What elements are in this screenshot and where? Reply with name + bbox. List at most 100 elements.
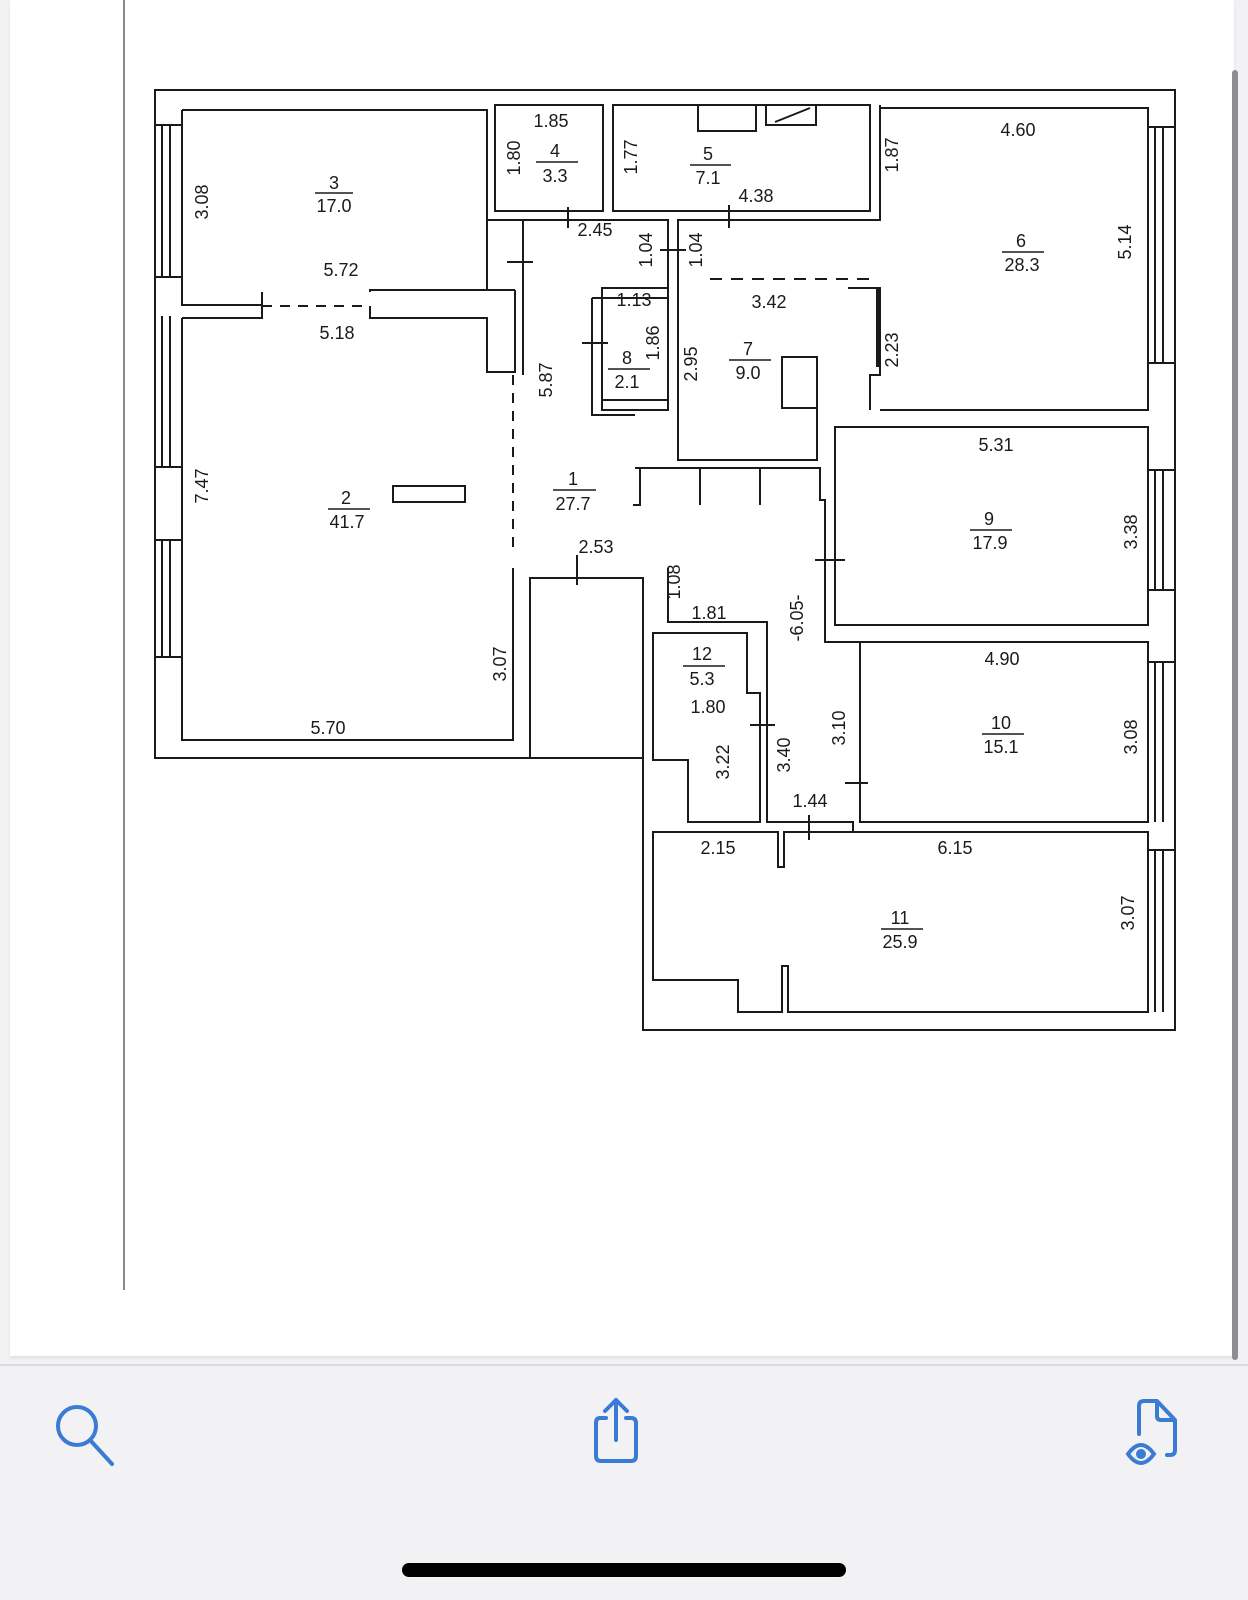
home-indicator[interactable] [402, 1563, 846, 1577]
room-area: 41.7 [329, 512, 364, 532]
room-3-wall-left [181, 110, 263, 306]
dimension-label: 2.53 [578, 537, 613, 557]
dimension-label: 5.14 [1115, 224, 1135, 259]
room-4-wall [494, 104, 604, 212]
dimension-label: 1.85 [533, 111, 568, 131]
floor-plan: 317.0 43.3 57.1 628.3 82.1 79.0 241.7 12… [154, 89, 1176, 1031]
room-10-wall [859, 641, 1149, 823]
dimension-label: 3.08 [192, 184, 212, 219]
room-3-wall [182, 109, 515, 292]
room-area: 9.0 [735, 363, 760, 383]
room-2-wall [182, 290, 516, 373]
dimension-label: 4.38 [738, 186, 773, 206]
room-label-5: 57.1 [690, 144, 731, 188]
room-number: 9 [984, 509, 994, 529]
room-area: 3.3 [542, 166, 567, 186]
room-label-6: 628.3 [1002, 231, 1044, 275]
room-7-wall [677, 287, 881, 461]
room-label-4: 43.3 [536, 141, 578, 186]
dimension-label: 6.15 [937, 838, 972, 858]
dimension-label: 4.60 [1000, 120, 1035, 140]
fixture-sink [765, 104, 817, 126]
dimension-label: 2.23 [882, 332, 902, 367]
room-number: 12 [692, 644, 712, 664]
room-number: 1 [568, 469, 578, 489]
room-label-2: 241.7 [328, 488, 370, 532]
dimension-label: 1.81 [691, 603, 726, 623]
fixture-line [774, 107, 811, 123]
dimension-label: 1.86 [643, 325, 663, 360]
room-8-wall [601, 287, 669, 411]
dimension-label: 1.80 [690, 697, 725, 717]
dimension-label: 1.13 [616, 290, 651, 310]
document-page [10, 0, 1234, 1356]
room-area: 7.1 [695, 168, 720, 188]
room-number: 10 [991, 713, 1011, 733]
dimension-label: 3.22 [713, 744, 733, 779]
dimension-label: 1.04 [636, 232, 656, 267]
door-marks [507, 205, 868, 840]
dimension-label: 1.04 [686, 232, 706, 267]
dimension-label: 1.87 [882, 137, 902, 172]
room-11-wall [652, 831, 1149, 1013]
dimension-label: 1.80 [504, 140, 524, 175]
dimension-label: 3.40 [774, 737, 794, 772]
corridor-wall [487, 105, 881, 298]
scrollbar[interactable] [1232, 70, 1238, 1360]
hall-wall [529, 568, 854, 1030]
room-12-wall [652, 632, 761, 823]
dimension-label: -6.05- [787, 594, 807, 641]
room-9-wall [834, 426, 1149, 626]
dimension-label: 7.47 [192, 468, 212, 503]
window-right-3 [1148, 661, 1175, 822]
dimension-label: 3.08 [1121, 719, 1141, 754]
room-label-1: 127.7 [553, 469, 596, 514]
dimension-label: 2.15 [700, 838, 735, 858]
room-area: 28.3 [1004, 255, 1039, 275]
dimension-label: 1.44 [792, 791, 827, 811]
room-label-8: 82.1 [608, 348, 650, 392]
toolbar-divider [0, 1364, 1248, 1366]
dimension-label: 3.42 [751, 292, 786, 312]
search-icon [56, 1405, 114, 1466]
window-right-2 [1148, 469, 1175, 591]
dimension-label: 2.95 [681, 346, 701, 381]
window-left-3 [155, 539, 182, 658]
room-2-wall-b [181, 318, 514, 741]
room-number: 6 [1016, 231, 1026, 251]
dimension-label: 5.18 [319, 323, 354, 343]
fixture [697, 104, 757, 132]
window-left-1 [155, 124, 182, 278]
room-area: 2.1 [614, 372, 639, 392]
furniture-block [392, 485, 466, 503]
room-area: 5.3 [689, 669, 714, 689]
page-margin-line [123, 0, 125, 1290]
document-preview-button[interactable] [1125, 1398, 1195, 1468]
search-button[interactable] [50, 1398, 120, 1468]
room-number: 4 [550, 141, 560, 161]
dimension-label: 5.70 [310, 718, 345, 738]
dimension-label: 3.38 [1121, 514, 1141, 549]
closet-wall [633, 467, 861, 822]
room-number: 7 [743, 339, 753, 359]
dimension-label: 3.07 [1118, 895, 1138, 930]
share-button[interactable] [588, 1396, 658, 1466]
room-label-9: 917.9 [970, 509, 1012, 553]
dimension-label: 1.77 [621, 139, 641, 174]
room-number: 8 [622, 348, 632, 368]
room-area: 25.9 [882, 932, 917, 952]
room-area: 17.0 [316, 196, 351, 216]
document-preview-icon [1125, 1399, 1177, 1465]
room-number: 3 [329, 173, 339, 193]
dimension-label: 3.10 [829, 710, 849, 745]
window-left-2 [155, 316, 182, 468]
dimension-label: 3.07 [490, 646, 510, 681]
room-area: 27.7 [555, 494, 590, 514]
window-right-1 [1148, 126, 1175, 364]
room-label-7: 79.0 [729, 339, 771, 383]
room-label-3: 317.0 [315, 173, 353, 216]
dimension-label: 5.72 [323, 260, 358, 280]
dimension-label: 5.31 [978, 435, 1013, 455]
